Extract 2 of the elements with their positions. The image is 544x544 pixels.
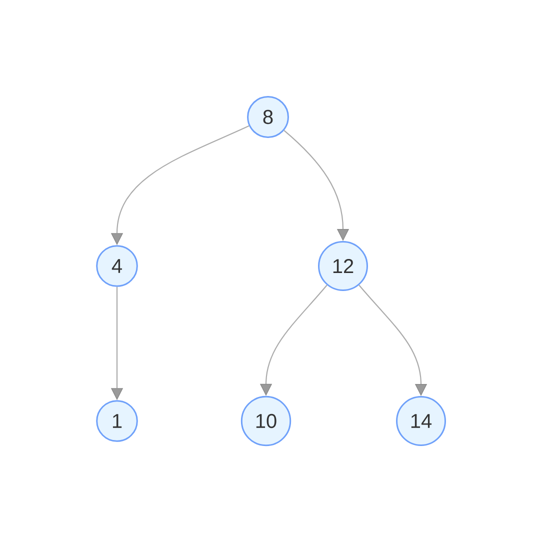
arrow bbox=[284, 130, 350, 241]
arrow bbox=[358, 284, 428, 396]
